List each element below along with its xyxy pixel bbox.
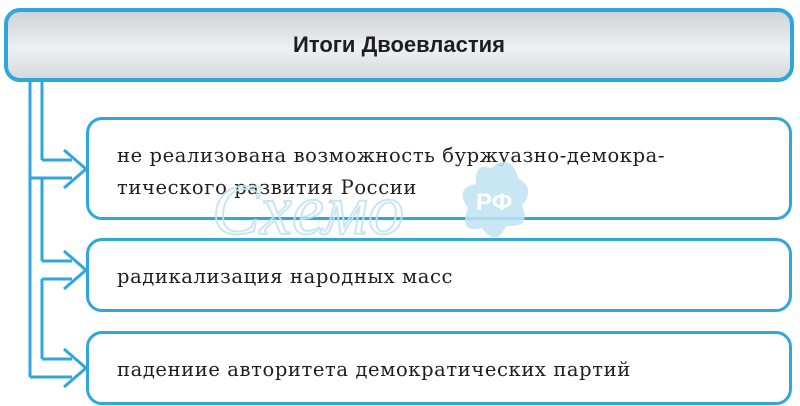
arrow-to-item-2 [42, 249, 88, 291]
item-3-text: падениие авторитета демократических парт… [117, 358, 631, 381]
item-2-text: радикализация народных масс [117, 265, 454, 288]
item-1-line-1: не реализована возможность буржуазно-дем… [117, 144, 666, 167]
diagram-title: Итоги Двоевластия [293, 32, 505, 57]
arrow-to-item-1 [30, 148, 88, 190]
item-box-1: не реализована возможность буржуазно-дем… [86, 117, 792, 220]
arrow-to-item-3 [28, 347, 88, 389]
title-box: Итоги Двоевластия [4, 8, 794, 82]
item-1-line-2: тического развития России [117, 176, 417, 199]
item-box-3: падениие авторитета демократических парт… [86, 331, 792, 405]
item-box-2: радикализация народных масс [86, 238, 792, 312]
